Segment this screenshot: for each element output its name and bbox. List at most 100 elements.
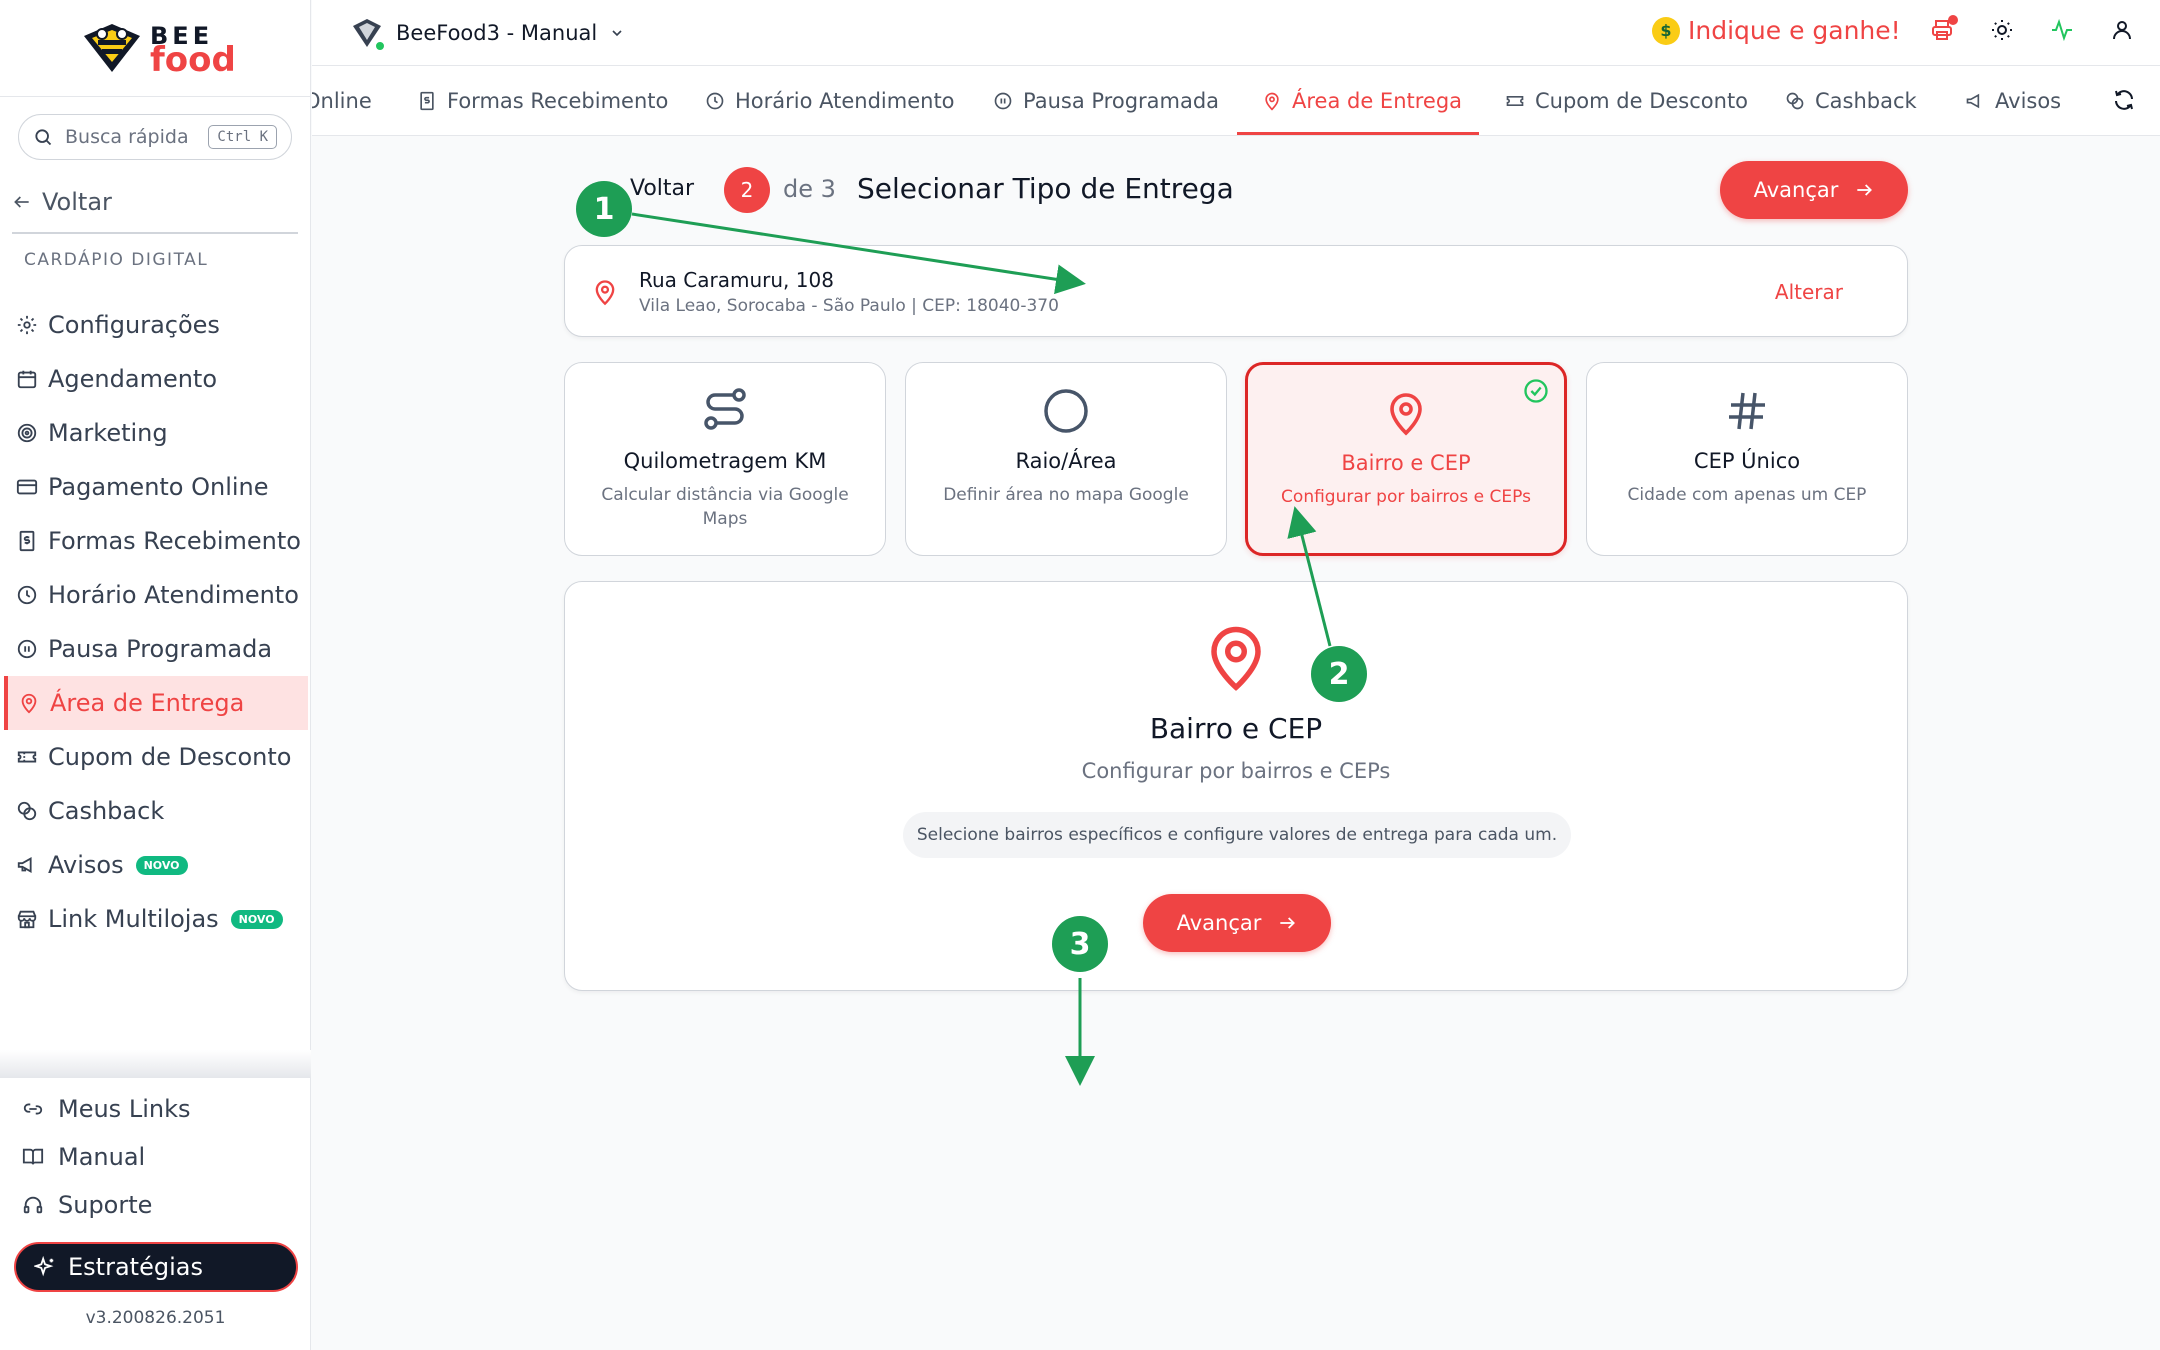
pause-icon xyxy=(993,91,1013,111)
sidebar-link-meus-links[interactable]: Meus Links xyxy=(22,1085,190,1133)
sidebar-item-label: Agendamento xyxy=(48,365,218,393)
sidebar-back-link[interactable]: Voltar xyxy=(12,188,112,216)
address-details: Vila Leao, Sorocaba - São Paulo | CEP: 1… xyxy=(639,296,1059,316)
sidebar-link-manual[interactable]: Manual xyxy=(22,1133,190,1181)
sidebar-bottom-links: Meus Links Manual Suporte xyxy=(22,1085,190,1229)
tab-pausa-programada[interactable]: Pausa Programada xyxy=(993,66,1219,135)
selection-detail-card: Bairro e CEP Configurar por bairros e CE… xyxy=(564,581,1908,991)
advance-button-top[interactable]: Avançar xyxy=(1720,161,1908,219)
pause-icon xyxy=(16,638,38,660)
annotation-marker-3: 3 xyxy=(1052,916,1108,972)
logo-text-top: BEE xyxy=(150,22,214,50)
headset-icon xyxy=(22,1194,44,1216)
step-back-button[interactable]: Voltar xyxy=(630,176,695,201)
address-street: Rua Caramuru, 108 xyxy=(639,268,834,292)
bee-logo-icon xyxy=(80,22,144,74)
tab-label: Horário Atendimento xyxy=(735,89,955,113)
refer-link[interactable]: $ Indique e ganhe! xyxy=(1652,16,1901,45)
advance-label: Avançar xyxy=(1176,911,1262,935)
store-icon xyxy=(16,908,38,930)
change-address-button[interactable]: Alterar xyxy=(1774,280,1843,304)
sidebar-link-label: Suporte xyxy=(58,1191,153,1219)
tab-cupom-de-desconto[interactable]: Cupom de Desconto xyxy=(1505,66,1748,135)
advance-button[interactable]: Avançar xyxy=(1143,894,1331,952)
sidebar-item-marketing[interactable]: Marketing xyxy=(4,406,308,460)
tab-formas-recebimento[interactable]: Formas Recebimento xyxy=(417,66,668,135)
detail-title: Bairro e CEP xyxy=(1149,712,1323,745)
annotation-arrow-2 xyxy=(1287,506,1332,647)
activity-button[interactable] xyxy=(2032,18,2092,42)
tab-cashback[interactable]: Cashback xyxy=(1785,66,1917,135)
sun-icon xyxy=(1990,18,2014,42)
sidebar-item-horario-atendimento[interactable]: Horário Atendimento xyxy=(4,568,308,622)
top-bar: BeeFood3 - Manual $ Indique e ganhe! xyxy=(312,0,2160,66)
strategies-label: Estratégias xyxy=(68,1253,203,1281)
search-placeholder: Busca rápida xyxy=(65,126,189,148)
refresh-button[interactable] xyxy=(2112,88,2136,112)
option-title: Quilometragem KM xyxy=(623,449,827,473)
sidebar-link-suporte[interactable]: Suporte xyxy=(22,1181,190,1229)
check-circle-icon xyxy=(1522,377,1550,409)
sidebar-item-pagamento-online[interactable]: Pagamento Online xyxy=(4,460,308,514)
money-face-icon: $ xyxy=(1652,16,1680,45)
store-name: BeeFood3 - Manual xyxy=(396,21,598,45)
tab-area-de-entrega[interactable]: Área de Entrega xyxy=(1262,66,1463,135)
book-icon xyxy=(22,1146,44,1168)
option-title: CEP Único xyxy=(1693,449,1801,473)
option-cep-unico[interactable]: CEP Único Cidade com apenas um CEP xyxy=(1586,362,1908,556)
user-menu[interactable] xyxy=(2092,18,2152,42)
sidebar-item-label: Horário Atendimento xyxy=(48,581,299,609)
sidebar-item-cashback[interactable]: Cashback xyxy=(4,784,308,838)
sidebar-item-area-de-entrega[interactable]: Área de Entrega xyxy=(4,676,308,730)
map-pin-icon xyxy=(1262,91,1282,111)
tab-label: Área de Entrega xyxy=(1292,89,1463,113)
sidebar-item-pausa-programada[interactable]: Pausa Programada xyxy=(4,622,308,676)
sidebar-nav: Configurações Agendamento Marketing Paga… xyxy=(4,298,308,946)
theme-toggle[interactable] xyxy=(1972,18,2032,42)
annotation-marker-2: 2 xyxy=(1311,646,1367,702)
sidebar-back-label: Voltar xyxy=(42,188,112,216)
option-description: Cidade com apenas um CEP xyxy=(1627,485,1867,505)
sidebar-item-configuracoes[interactable]: Configurações xyxy=(4,298,308,352)
address-card: Rua Caramuru, 108 Vila Leao, Sorocaba - … xyxy=(564,245,1908,337)
store-selector[interactable]: BeeFood3 - Manual xyxy=(350,16,625,52)
megaphone-icon xyxy=(1965,91,1985,111)
printer-icon xyxy=(1930,18,1954,42)
sidebar: BEE food Busca rápida Ctrl K Voltar CARD… xyxy=(0,0,311,1350)
option-description: Configurar por bairros e CEPs xyxy=(1281,487,1531,507)
arrow-right-icon xyxy=(1277,913,1297,933)
tab-avisos[interactable]: Avisos xyxy=(1965,66,2061,135)
sidebar-item-label: Avisos xyxy=(48,851,124,879)
sidebar-item-label: Configurações xyxy=(48,311,220,339)
search-shortcut: Ctrl K xyxy=(208,125,277,149)
sidebar-item-agendamento[interactable]: Agendamento xyxy=(4,352,308,406)
strategies-button[interactable]: Estratégias xyxy=(14,1242,298,1292)
calendar-icon xyxy=(16,368,38,390)
tab-pagamento-online[interactable]: Online xyxy=(312,66,372,135)
sidebar-item-avisos[interactable]: Avisos NOVO xyxy=(4,838,308,892)
sidebar-item-formas-recebimento[interactable]: Formas Recebimento xyxy=(4,514,308,568)
sidebar-link-label: Manual xyxy=(58,1143,146,1171)
page-title: Selecionar Tipo de Entrega xyxy=(857,172,1234,205)
notification-dot xyxy=(1948,15,1958,25)
sidebar-item-cupom-de-desconto[interactable]: Cupom de Desconto xyxy=(4,730,308,784)
link-icon xyxy=(22,1098,44,1120)
section-label: CARDÁPIO DIGITAL xyxy=(24,250,209,270)
sidebar-item-label: Área de Entrega xyxy=(50,689,245,717)
print-button[interactable] xyxy=(1912,15,1972,42)
option-raio-area[interactable]: Raio/Área Definir área no mapa Google xyxy=(905,362,1227,556)
advance-label: Avançar xyxy=(1753,178,1839,202)
tab-bar: Online Formas Recebimento Horário Atendi… xyxy=(312,66,2160,136)
credit-card-icon xyxy=(16,476,38,498)
tab-horario-atendimento[interactable]: Horário Atendimento xyxy=(705,66,955,135)
sidebar-item-label: Pagamento Online xyxy=(48,473,269,501)
sidebar-item-label: Cashback xyxy=(48,797,165,825)
beefood-logo[interactable]: BEE food xyxy=(80,20,240,80)
annotation-arrow-1 xyxy=(631,212,1086,295)
ticket-icon xyxy=(1505,91,1525,111)
divider xyxy=(0,96,311,97)
sidebar-item-link-multilojas[interactable]: Link Multilojas NOVO xyxy=(4,892,308,946)
quick-search[interactable]: Busca rápida Ctrl K xyxy=(18,114,292,160)
option-quilometragem-km[interactable]: Quilometragem KM Calcular distância via … xyxy=(564,362,886,556)
